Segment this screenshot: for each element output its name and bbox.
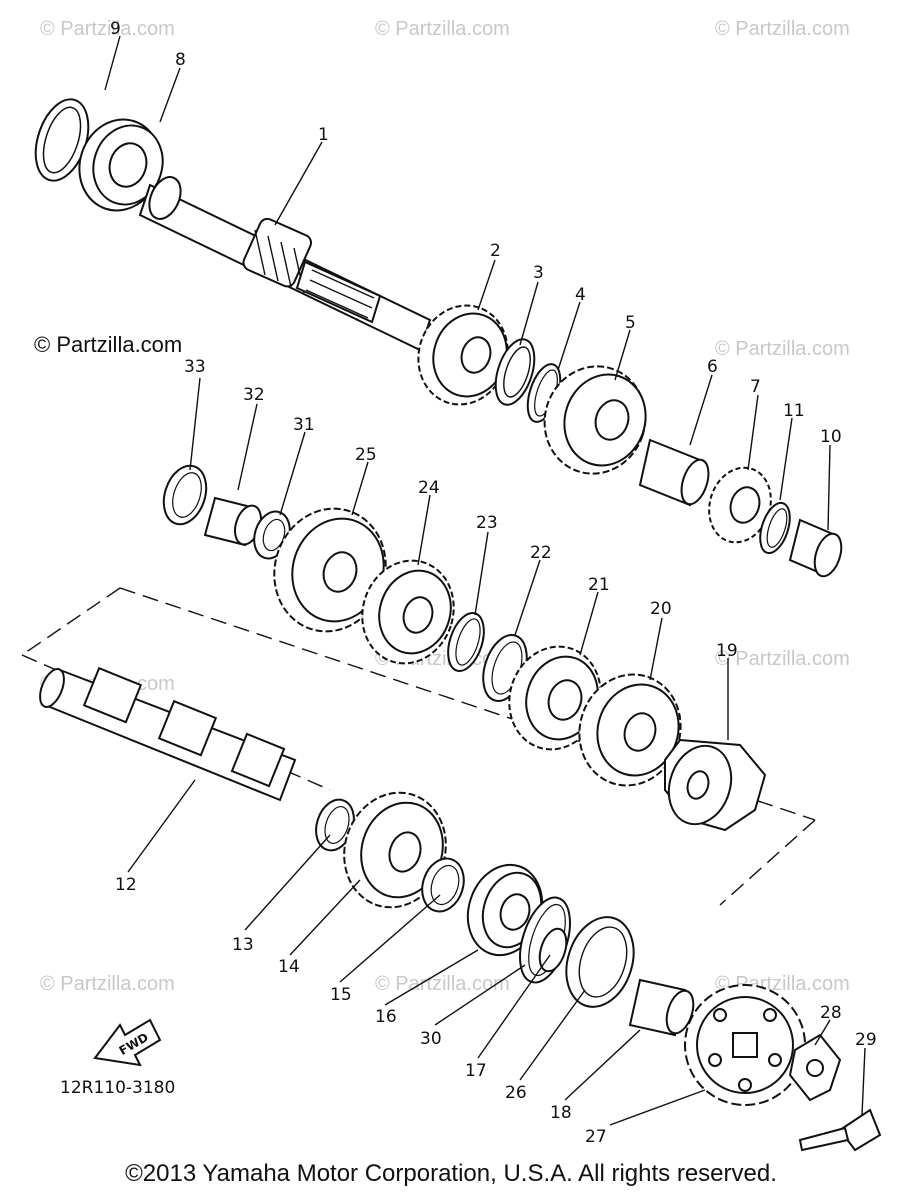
callout-12: 12 <box>115 875 137 895</box>
sprocket-part-27 <box>684 984 806 1106</box>
watermark-dark: © Partzilla.com <box>34 332 183 357</box>
circlip-part-13 <box>315 798 355 852</box>
main-axle-part-1 <box>138 176 432 352</box>
callout-16: 16 <box>375 1007 397 1027</box>
collar-part-6 <box>638 438 710 507</box>
watermark: © Partzilla.com <box>40 973 175 995</box>
watermark: © Partzilla.com <box>715 338 850 360</box>
callout-32: 32 <box>243 385 265 405</box>
callout-17: 17 <box>465 1061 487 1081</box>
leader-lines <box>104 35 866 1126</box>
callout-1: 1 <box>318 125 329 145</box>
watermark: © Partzilla.com <box>375 973 510 995</box>
assembly-boundary <box>21 587 816 906</box>
callout-28: 28 <box>820 1003 842 1023</box>
bearing-part-10 <box>788 518 843 578</box>
gear-part-21 <box>508 645 602 751</box>
watermark: © Partzilla.com <box>375 18 510 40</box>
callouts: 9 8 1 2 3 4 5 6 7 11 10 33 32 31 25 24 2… <box>110 19 877 1147</box>
callout-18: 18 <box>550 1103 572 1123</box>
gear-part-19 <box>664 738 767 832</box>
callout-15: 15 <box>330 985 352 1005</box>
callout-6: 6 <box>707 357 718 377</box>
washer-part-3 <box>494 338 536 406</box>
drive-axle-assembly <box>162 464 767 832</box>
gear-part-5 <box>543 365 647 475</box>
lower-assembly <box>315 791 882 1152</box>
circlip-part-23 <box>447 612 485 672</box>
callout-22: 22 <box>530 543 552 563</box>
watermarks: © Partzilla.com © Partzilla.com © Partzi… <box>40 18 850 995</box>
drive-axle-part-12 <box>39 666 297 802</box>
diagram-code: 12R110-3180 <box>60 1078 175 1098</box>
circlip-part-33 <box>162 464 208 526</box>
gear-part-7 <box>708 466 772 544</box>
callout-4: 4 <box>575 285 586 305</box>
watermark: © Partzilla.com <box>40 18 175 40</box>
callout-25: 25 <box>355 445 377 465</box>
callout-27: 27 <box>585 1127 607 1147</box>
callout-14: 14 <box>278 957 300 977</box>
gear-part-25 <box>273 507 387 633</box>
bolt-part-29 <box>798 1108 882 1152</box>
bearing-part-32 <box>203 496 262 547</box>
washer-part-15 <box>421 857 465 913</box>
callout-33: 33 <box>184 357 206 377</box>
callout-11: 11 <box>783 401 805 421</box>
lock-washer-part-28 <box>788 1033 842 1102</box>
callout-7: 7 <box>750 377 761 397</box>
gear-part-24 <box>361 559 455 665</box>
callout-21: 21 <box>588 575 610 595</box>
watermark: © Partzilla.com <box>715 18 850 40</box>
copyright-notice: ©2013 Yamaha Motor Corporation, U.S.A. A… <box>125 1160 777 1187</box>
callout-29: 29 <box>855 1030 877 1050</box>
watermark: © Partzilla.com <box>715 648 850 670</box>
main-axle-assembly <box>34 98 843 578</box>
forward-arrow-icon: FWD <box>93 1018 162 1067</box>
gear-part-20 <box>578 673 682 787</box>
gear-part-14 <box>343 791 447 909</box>
callout-23: 23 <box>476 513 498 533</box>
callout-31: 31 <box>293 415 315 435</box>
callout-9: 9 <box>110 19 121 39</box>
callout-20: 20 <box>650 599 672 619</box>
circlip-part-11 <box>759 501 791 555</box>
callout-5: 5 <box>625 313 636 333</box>
callout-8: 8 <box>175 50 186 70</box>
bearing-part-8 <box>78 118 164 212</box>
callout-19: 19 <box>716 641 738 661</box>
callout-2: 2 <box>490 241 501 261</box>
oil-seal-part-26 <box>565 916 635 1008</box>
callout-3: 3 <box>533 263 544 283</box>
callout-26: 26 <box>505 1083 527 1103</box>
callout-24: 24 <box>418 478 440 498</box>
callout-30: 30 <box>420 1029 442 1049</box>
gear-part-2 <box>417 304 509 406</box>
collar-part-18 <box>628 978 695 1037</box>
callout-13: 13 <box>232 935 254 955</box>
callout-10: 10 <box>820 427 842 447</box>
